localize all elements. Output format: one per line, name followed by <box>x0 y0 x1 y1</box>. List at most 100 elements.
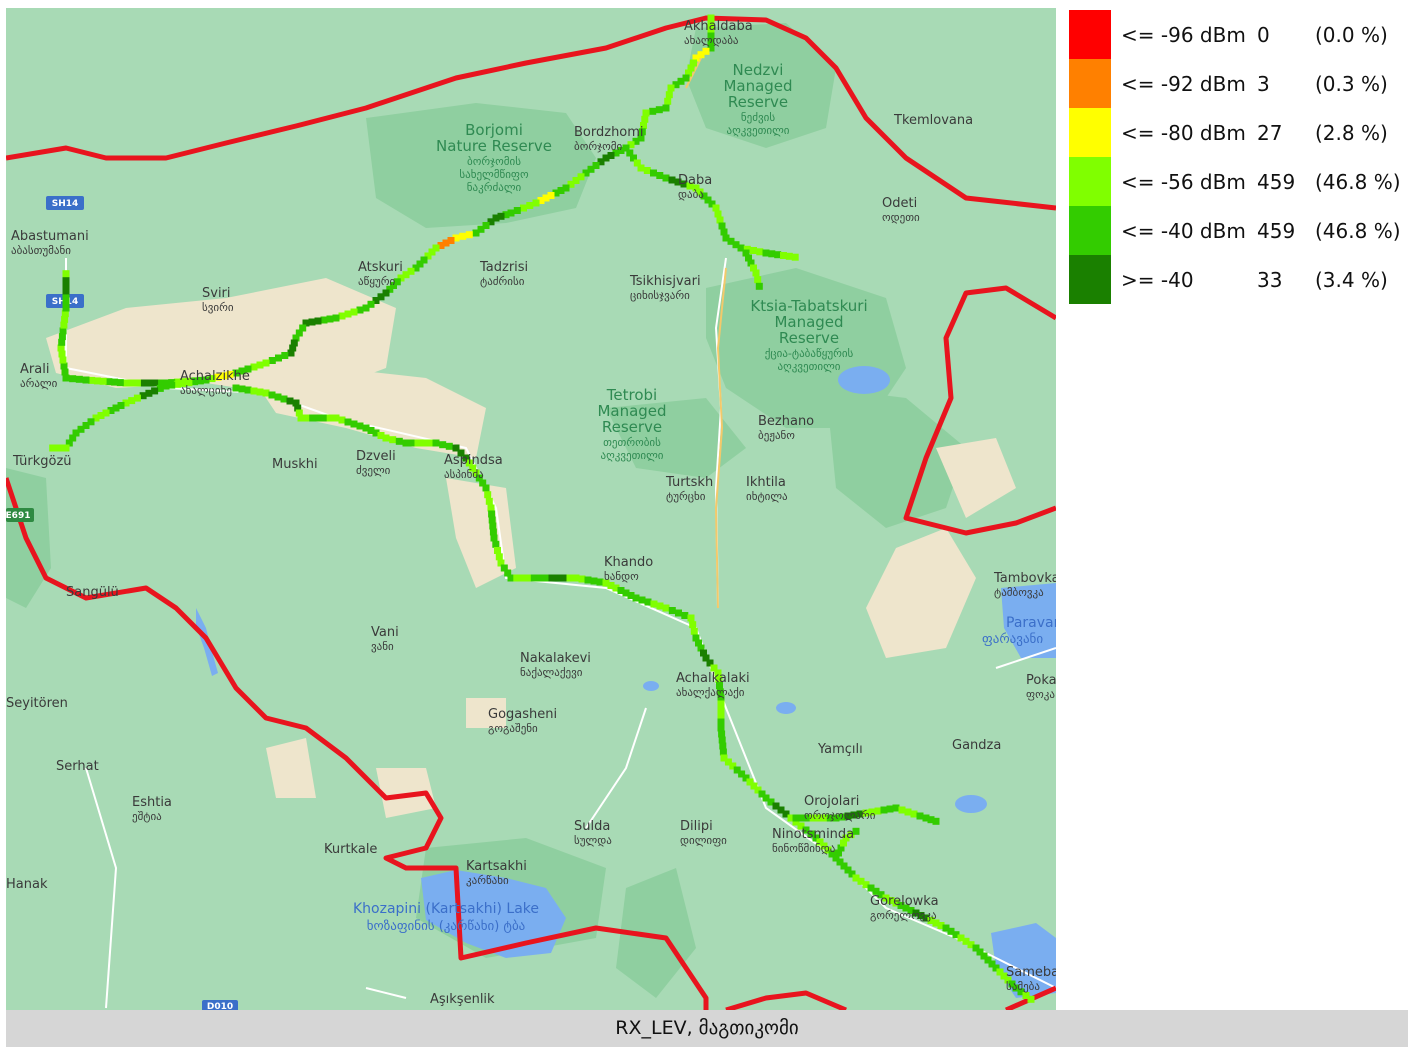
route-sample <box>92 414 100 422</box>
route-sample <box>798 814 806 822</box>
route-sample <box>82 422 90 429</box>
route-sample <box>162 382 170 390</box>
route-sample <box>655 106 663 114</box>
route-sample <box>626 149 634 157</box>
route-sample <box>687 614 695 622</box>
route-sample <box>680 180 688 188</box>
route-sample <box>782 810 790 818</box>
route-sample <box>507 574 515 582</box>
route-sample <box>902 904 910 912</box>
route-sample <box>756 248 764 256</box>
place-label: Yamçılı <box>817 742 863 757</box>
legend-percent: (0.0 %) <box>1315 23 1388 47</box>
route-sample <box>402 439 410 447</box>
shield-sh14-north: SH14 <box>52 199 79 209</box>
route-sample <box>262 389 270 397</box>
route-sample <box>862 809 870 817</box>
route-sample <box>612 584 620 592</box>
route-sample <box>780 252 787 259</box>
legend-row: <= -40 dBm 459 (46.8 %) <box>1069 206 1414 255</box>
route-sample <box>465 231 473 239</box>
route-sample <box>62 293 70 301</box>
route-sample <box>442 239 450 247</box>
route-sample <box>638 596 646 604</box>
route-sample <box>700 649 707 657</box>
tabatskuri-lake <box>838 366 890 394</box>
route-sample <box>250 387 258 395</box>
route-sample <box>519 574 527 582</box>
legend-swatch <box>1069 157 1111 206</box>
route-sample <box>500 564 508 572</box>
route-sample <box>892 804 900 812</box>
route-sample <box>972 944 980 952</box>
route-sample <box>967 941 975 949</box>
route-sample <box>492 540 500 548</box>
route-sample <box>716 688 724 696</box>
route-sample <box>602 154 610 162</box>
route-sample <box>685 69 692 77</box>
route-sample <box>852 827 860 835</box>
place-label: Muskhi <box>272 457 318 472</box>
map-canvas[interactable]: SH14 SH14 E691 D010 NedzviManagedReserve… <box>6 8 1056 1010</box>
route-sample <box>607 582 615 589</box>
route-sample <box>294 404 302 412</box>
route-sample <box>832 854 840 862</box>
route-sample <box>338 312 346 320</box>
route-sample <box>592 162 600 169</box>
route-sample <box>507 209 515 217</box>
route-sample <box>274 393 282 401</box>
route-sample <box>809 814 817 822</box>
route-sample <box>62 304 70 312</box>
route-sample <box>692 54 700 62</box>
route-sample <box>338 416 346 424</box>
route-sample <box>707 38 715 46</box>
route-sample <box>717 694 725 702</box>
route-sample <box>513 207 521 214</box>
route-sample <box>502 211 510 219</box>
route-sample <box>821 814 829 822</box>
route-sample <box>675 609 682 617</box>
route-sample <box>238 367 246 375</box>
route-sample <box>99 377 107 385</box>
route-sample <box>560 574 568 582</box>
route-sample <box>532 199 540 207</box>
legend-row: <= -96 dBm 0 (0.0 %) <box>1069 10 1414 59</box>
route-sample <box>681 612 689 619</box>
coverage-map[interactable]: SH14 SH14 E691 D010 NedzviManagedReserve… <box>6 8 1056 1010</box>
route-sample <box>802 826 810 834</box>
route-sample <box>452 234 460 242</box>
route-sample <box>707 26 715 34</box>
shield-d010: D010 <box>207 1002 233 1010</box>
route-sample <box>672 81 680 89</box>
route-sample <box>828 850 836 858</box>
place-label: Tkemlovana <box>893 113 973 128</box>
route-sample <box>226 370 234 378</box>
route-sample <box>852 874 860 882</box>
route-sample <box>350 308 358 316</box>
route-sample <box>1012 984 1020 992</box>
route-sample <box>874 807 882 815</box>
route-sample <box>487 504 495 512</box>
route-sample <box>57 344 65 352</box>
route-sample <box>792 814 800 822</box>
route-sample <box>840 862 848 870</box>
route-sample <box>139 379 147 387</box>
route-sample <box>716 216 724 224</box>
route-sample <box>133 394 141 402</box>
route-sample <box>762 249 770 257</box>
route-sample <box>750 264 757 272</box>
route-sample <box>191 378 199 386</box>
route-sample <box>62 275 70 283</box>
route-sample <box>58 333 66 341</box>
route-sample <box>320 316 328 324</box>
legend-percent: (0.3 %) <box>1315 72 1388 96</box>
route-sample <box>552 189 560 197</box>
legend-row: <= -80 dBm 27 (2.8 %) <box>1069 108 1414 157</box>
